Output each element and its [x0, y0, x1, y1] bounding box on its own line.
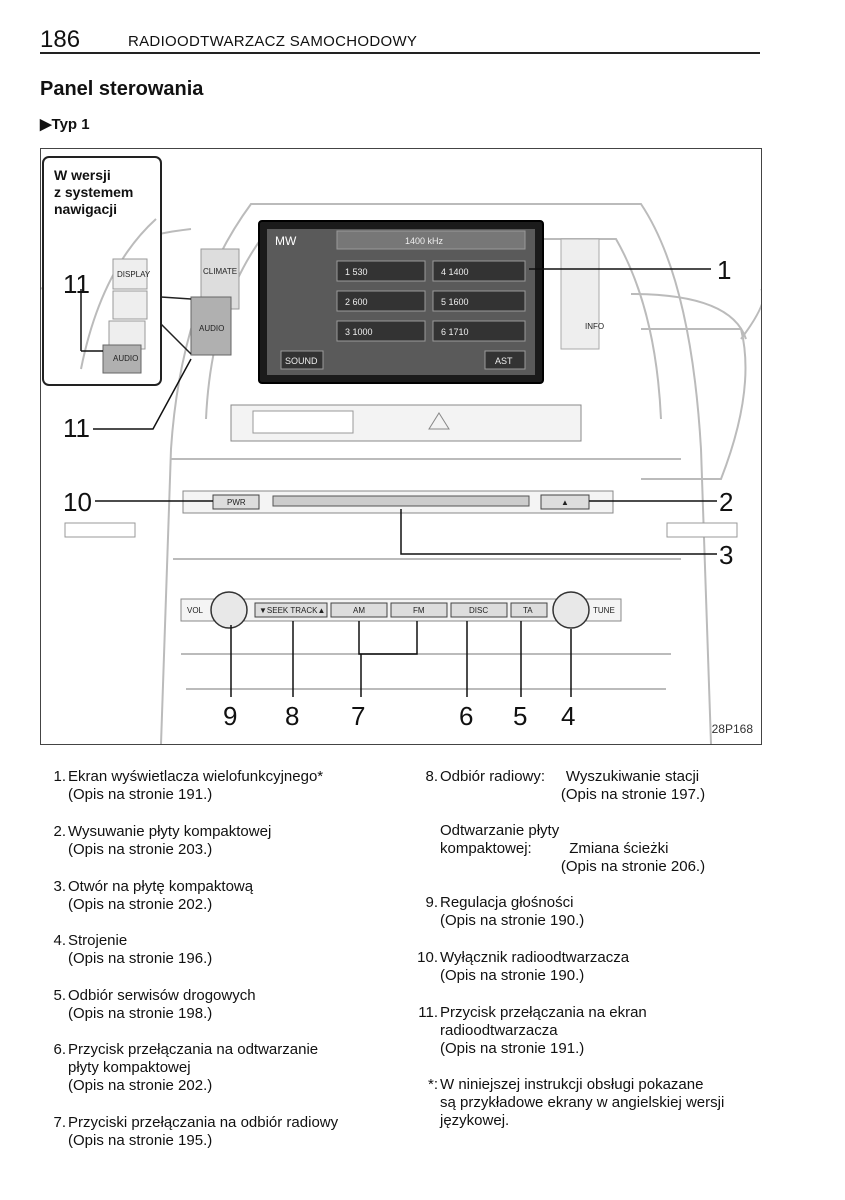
eject-button-label: ▲ — [561, 498, 569, 507]
ast-button-label: AST — [495, 356, 513, 366]
band-label: MW — [275, 234, 297, 248]
inset-audio-label: AUDIO — [113, 354, 138, 363]
sound-button-label: SOUND — [285, 356, 318, 366]
tune-knob — [552, 591, 590, 629]
type-label: ▶Typ 1 — [40, 116, 90, 133]
callout-11: 11 — [63, 413, 90, 443]
fm-button-label: FM — [413, 606, 425, 615]
frequency-label: 1400 kHz — [405, 236, 444, 246]
seek-button-label: ▼SEEK TRACK▲ — [259, 606, 325, 615]
console-outline — [160, 203, 712, 744]
page-number: 186 — [40, 26, 81, 53]
climate-button-label: CLIMATE — [203, 267, 237, 276]
callout-8: 8 — [285, 701, 299, 731]
preset-3: 3 1000 — [345, 327, 373, 337]
am-button-label: AM — [353, 606, 365, 615]
vol-label: VOL — [187, 606, 204, 615]
info-button-label: INFO — [585, 322, 604, 331]
callout-9: 9 — [223, 701, 237, 731]
callout-11-inset: 11 — [63, 269, 90, 299]
callout-7: 7 — [351, 701, 365, 731]
control-panel-figure: CLIMATE INFO AUDIO MW 1400 kHz 1 530 4 1… — [40, 148, 762, 745]
display-button-label: DISPLAY — [117, 270, 151, 279]
preset-5: 5 1600 — [441, 297, 469, 307]
audio-button — [190, 296, 232, 356]
preset-6: 6 1710 — [441, 327, 469, 337]
preset-2: 2 600 — [345, 297, 368, 307]
callout-1: 1 — [717, 255, 731, 285]
callout-5: 5 — [513, 701, 527, 731]
figure-code: 28P168 — [711, 722, 753, 736]
section-title: Panel sterowania — [40, 78, 204, 100]
audio-button-label: AUDIO — [199, 324, 224, 333]
pwr-button-label: PWR — [227, 498, 246, 507]
dashboard-illustration: CLIMATE INFO AUDIO MW 1400 kHz 1 530 4 1… — [41, 156, 761, 744]
callout-6: 6 — [459, 701, 473, 731]
callout-10: 10 — [63, 487, 92, 517]
nav-version-note: W wersji z systemem nawigacji — [54, 167, 134, 217]
callout-4: 4 — [561, 701, 575, 731]
cd-slot — [272, 495, 530, 507]
callout-2: 2 — [719, 487, 733, 517]
page-header: 186 RADIOODTWARZACZ SAMOCHODOWY — [40, 26, 760, 54]
preset-4: 4 1400 — [441, 267, 469, 277]
preset-1: 1 530 — [345, 267, 368, 277]
callout-3: 3 — [719, 540, 733, 570]
disc-button-label: DISC — [469, 606, 488, 615]
tune-label: TUNE — [593, 606, 615, 615]
vol-knob — [210, 591, 248, 629]
ta-button-label: TA — [523, 606, 533, 615]
chapter-title: RADIOODTWARZACZ SAMOCHODOWY — [128, 33, 418, 50]
